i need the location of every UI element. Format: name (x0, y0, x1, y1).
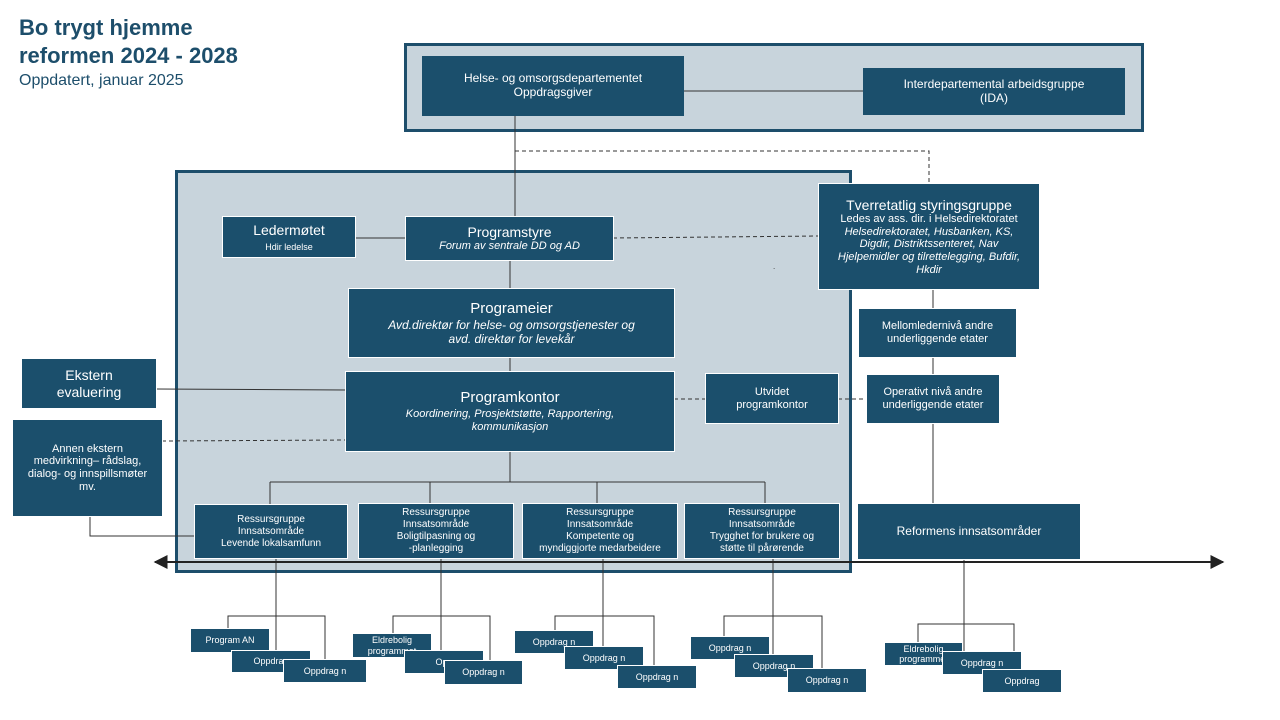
rg3-line-2: Innsatsområde (566, 519, 634, 530)
mellom-line-2: underliggende etater (887, 333, 988, 345)
ledermotet-sub: Hdir ledelse (265, 241, 313, 252)
assignment-label: Oppdrag n (752, 660, 796, 671)
assignment-label: Oppdrag n (462, 667, 505, 678)
programkontor-sub-1: Koordinering, Prosjektstøtte, Rapporteri… (405, 408, 615, 421)
operativt-nivaa-box: Operativt nivå andre underliggende etate… (866, 374, 1000, 424)
assignment-box: Oppdrag n (444, 660, 523, 685)
evaluering-line-2: evaluering (56, 383, 122, 400)
rg4-line-1: Ressursgruppe (728, 507, 796, 518)
tverretatlig-members-4: Hkdir (916, 263, 942, 276)
rg1-line-1: Ressursgruppe (237, 513, 305, 525)
rg1-line-3: Levende lokalsamfunn (220, 537, 322, 549)
medvirkning-line-4: mv. (79, 480, 96, 493)
utvidet-line-2: programkontor (736, 398, 808, 411)
assignment-label: Eldrebolig (903, 643, 944, 654)
programeier-sub-1: Avd.direktør for helse- og omsorgstjenes… (388, 317, 635, 332)
resource-group-box: Ressursgruppe Innsatsområde Trygghet for… (684, 503, 840, 559)
programeier-title: Programeier (470, 299, 553, 317)
ida-line-1: Interdepartemental arbeidsgruppe (903, 76, 1085, 91)
ledermotet-title: Ledermøtet (253, 221, 325, 238)
programstyre-title: Programstyre (467, 224, 552, 241)
assignment-label: Oppdrag n (303, 665, 347, 676)
programkontor-sub-2: kommunikasjon (471, 421, 549, 434)
rg3-line-1: Ressursgruppe (566, 507, 634, 518)
rg1-line-2: Innsatsområde (237, 525, 305, 537)
assignment-label: Oppdrag n (805, 675, 849, 686)
tverretatlig-members-1: Helsedirektoratet, Husbanken, KS, (844, 225, 1014, 238)
assignment-label: Opp (435, 657, 452, 667)
programeier-sub-2: avd. direktør for levekår (448, 331, 575, 346)
programeier-box: Programeier Avd.direktør for helse- og o… (348, 288, 675, 358)
rg2-line-2: Innsatsområde (402, 519, 470, 530)
assignment-label: Oppdrag (253, 656, 289, 667)
assignment-box: Oppdrag n (283, 659, 367, 683)
assignment-box: Oppdrag n (617, 665, 697, 689)
utvidet-line-1: Utvidet (754, 385, 790, 398)
utvidet-programkontor-box: Utvidet programkontor (705, 373, 839, 424)
assignment-label: programmet (367, 645, 417, 656)
rg4-line-4: støtte til pårørende (720, 543, 804, 554)
tverretatlig-title: Tverretatlig styringsgruppe (846, 196, 1012, 213)
assignment-box: Oppdrag n (787, 668, 867, 693)
programstyre-sub: Forum av sentrale DD og AD (439, 240, 580, 253)
assignment-label: Eldrebolig (371, 635, 413, 646)
reformens-innsatsomrader-box: Reformens innsatsområder (857, 503, 1081, 560)
tverretatlig-sub: Ledes av ass. dir. i Helsedirektoratet (840, 212, 1018, 225)
assignment-label: Oppdrag n (582, 652, 626, 663)
rg3-line-3: Kompetente og (566, 531, 634, 542)
resource-group-box: Ressursgruppe Innsatsområde Levende loka… (194, 504, 348, 559)
updated-date: Oppdatert, januar 2025 (19, 72, 184, 89)
operativt-line-2: underliggende etater (882, 399, 984, 411)
reform-areas-label: Reformens innsatsområder (896, 523, 1042, 538)
assignment-label: Oppdrag n (635, 671, 679, 682)
operativt-line-1: Operativt nivå andre (883, 386, 983, 399)
assignment-label: Oppdrag n (532, 636, 576, 647)
annen-medvirkning-box: Annen ekstern medvirkning– rådslag, dial… (12, 419, 163, 517)
ekstern-evaluering-box: Ekstern evaluering (21, 358, 157, 409)
rg3-line-4: myndiggjorte medarbeidere (539, 543, 661, 554)
assignment-label: Oppdrag (1004, 675, 1040, 686)
assignment-label: Program AN (205, 635, 255, 646)
rg4-line-3: Trygghet for brukere og (709, 531, 815, 542)
assignment-box: Oppdrag n (734, 654, 814, 678)
title-block: Bo trygt hjemme reformen 2024 - 2028 Opp… (19, 14, 238, 91)
rg2-line-4: -planlegging (408, 543, 464, 554)
medvirkning-line-1: Annen ekstern (52, 442, 123, 455)
rg4-line-2: Innsatsområde (728, 519, 796, 530)
tverretatlig-styringsgruppe-box: Tverretatlig styringsgruppe Ledes av ass… (818, 183, 1040, 290)
resource-group-box: Ressursgruppe Innsatsområde Kompetente o… (522, 503, 678, 559)
programkontor-title: Programkontor (460, 389, 560, 407)
medvirkning-line-2: medvirkning– rådslag, (33, 455, 142, 468)
hod-box: Helse- og omsorgsdepartementet Oppdragsg… (422, 56, 684, 116)
rg2-line-3: Boligtilpasning og (396, 531, 476, 542)
evaluering-line-1: Ekstern (65, 367, 113, 384)
title-line-1: Bo trygt hjemme (19, 15, 193, 40)
ida-box: Interdepartemental arbeidsgruppe (IDA) (863, 68, 1125, 115)
assignment-label: Oppdrag n (960, 657, 1004, 668)
resource-group-box: Ressursgruppe Innsatsområde Boligtilpasn… (358, 503, 514, 559)
assignment-box: Program AN (190, 628, 270, 653)
programstyre-box: Programstyre Forum av sentrale DD og AD (405, 216, 614, 261)
mellomledernivaa-box: Mellomledernivå andre underliggende etat… (858, 308, 1017, 358)
hod-title: Helse- og omsorgsdepartementet (463, 71, 643, 86)
assignment-label: programmet (899, 654, 948, 664)
assignment-label: Oppdrag n (708, 642, 752, 653)
ledermotet-box: Ledermøtet Hdir ledelse (222, 216, 356, 258)
tverretatlig-members-2: Digdir, Distriktssenteret, Nav (859, 238, 999, 251)
ida-line-2: (IDA) (980, 90, 1008, 105)
stray-dot: . (773, 262, 776, 271)
mellom-line-1: Mellomledernivå andre (881, 320, 994, 333)
title-line-2: reformen 2024 - 2028 (19, 43, 238, 68)
programkontor-box: Programkontor Koordinering, Prosjektstøt… (345, 371, 675, 452)
assignment-box: Oppdrag (982, 669, 1062, 693)
rg2-line-1: Ressursgruppe (402, 507, 470, 518)
hod-sub: Oppdragsgiver (513, 85, 593, 99)
tverretatlig-members-3: Hjelpemidler og tilrettelegging, Bufdir, (837, 250, 1021, 263)
medvirkning-line-3: dialog- og innspillsmøter (27, 468, 148, 480)
